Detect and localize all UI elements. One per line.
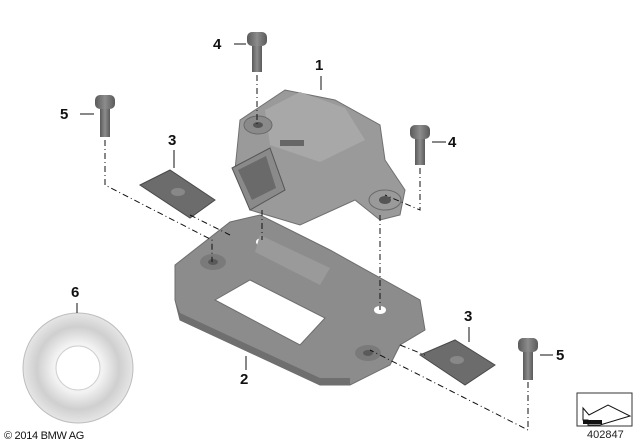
- bolt-left: [95, 95, 115, 137]
- reference-number: 402847: [587, 429, 624, 441]
- bolt-right: [410, 125, 430, 165]
- bolt-top: [247, 32, 267, 72]
- leader-lines: [76, 43, 553, 370]
- bolt-bottom-right: [518, 338, 538, 380]
- orientation-arrow-icon: [576, 392, 633, 427]
- callout-3: 3: [464, 308, 473, 325]
- disc: [22, 312, 134, 424]
- sensor-module: [231, 89, 406, 226]
- callout-6: 6: [71, 284, 80, 301]
- callout-5: 5: [556, 347, 565, 364]
- copyright-text: © 2014 BMW AG: [4, 430, 85, 442]
- callout-2: 2: [240, 371, 249, 388]
- clip-nut-right: [418, 339, 496, 386]
- callout-4: 4: [448, 134, 457, 151]
- assembly-lines: [104, 75, 529, 431]
- callout-1: 1: [315, 57, 324, 74]
- callout-4: 4: [213, 36, 222, 53]
- mounting-bracket: [174, 214, 426, 386]
- clip-nut-left: [139, 169, 216, 219]
- callout-5: 5: [60, 106, 69, 123]
- callout-3: 3: [168, 132, 177, 149]
